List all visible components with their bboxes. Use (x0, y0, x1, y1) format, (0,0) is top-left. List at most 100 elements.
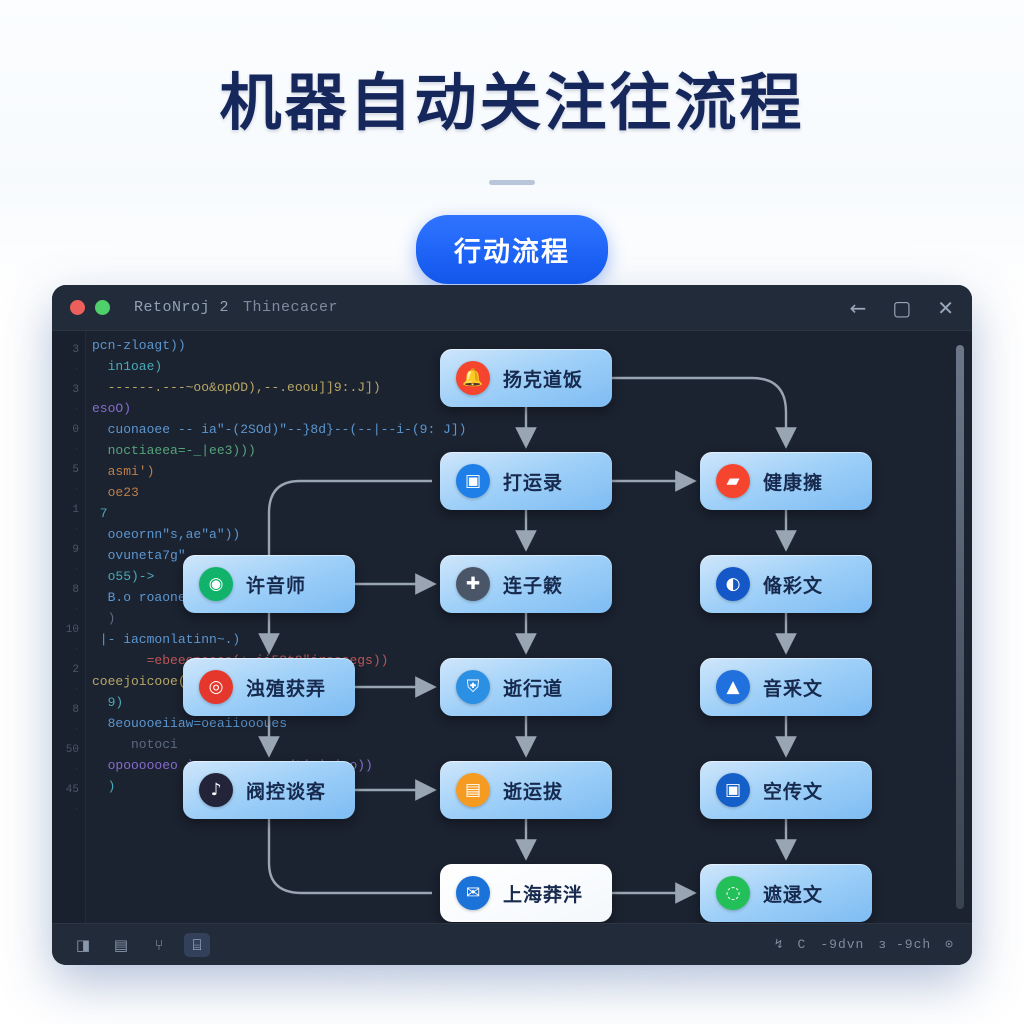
flow-node-n10[interactable]: ▰ 健康擁 (700, 452, 872, 510)
code-line: 8eouooeiiaw=oeaiioooues (92, 716, 288, 731)
line-number-dim: · (74, 405, 79, 414)
line-number-dim: · (74, 445, 79, 454)
code-editor[interactable]: 3·3·0·5·1·9·8·10·2·8·50·45· pcn-zloagt))… (52, 331, 972, 923)
section-badge: 行动流程 (416, 215, 608, 284)
book-icon[interactable]: ◨ (75, 935, 91, 954)
code-line: ooeornn"s,ae"a")) (92, 527, 249, 542)
code-line: |- iacmonlatinn~.) (92, 632, 241, 647)
flow-node-n12[interactable]: ▲ 音釆文 (700, 658, 872, 716)
line-number: 2 (72, 664, 79, 676)
branch-icon[interactable]: ⑂ (154, 935, 164, 954)
line-number: 0 (72, 424, 79, 436)
circle-icon: ◐ (716, 567, 750, 601)
panel-icon[interactable]: ▤ (113, 935, 129, 954)
title-divider (489, 180, 535, 185)
code-line: 7 (92, 506, 108, 521)
flow-node-label: 浊殖获弄 (246, 677, 327, 700)
line-number: 45 (65, 784, 79, 796)
line-number-dim: · (74, 365, 79, 374)
bell-icon: 🔔 (456, 361, 490, 395)
line-number: 3 (72, 344, 79, 356)
code-line: asmi') (92, 464, 155, 479)
code-line: in1oae) (92, 359, 163, 374)
flow-node-n4[interactable]: ⛨ 逝行道 (440, 658, 612, 716)
code-line: ) (92, 611, 116, 626)
maximize-icon[interactable]: ▢ (892, 295, 912, 320)
project-name: RetoNroj 2 (134, 299, 230, 316)
line-number-dim: · (74, 725, 79, 734)
back-arrow-icon[interactable]: ← (849, 295, 867, 320)
flow-node-label: 逝运拔 (503, 780, 564, 803)
maximize-dot-icon[interactable] (95, 300, 110, 315)
line-number: 10 (65, 624, 79, 636)
flow-node-label: 连子簌 (503, 574, 564, 597)
hotel-icon: ⛨ (456, 670, 490, 704)
line-number-dim: · (74, 645, 79, 654)
statusbar-left-icons: ◨ ▤ ⑂ ⌸ (70, 932, 222, 957)
person-icon: ▲ (716, 670, 750, 704)
flow-node-n8[interactable]: ◎浊殖获弄 (183, 658, 355, 716)
flow-node-n3[interactable]: ✚连子簌 (440, 555, 612, 613)
flow-node-n11[interactable]: ◐ 偹彩文 (700, 555, 872, 613)
flow-node-label: 健康擁 (763, 471, 824, 494)
flow-node-label: 阀控谈客 (246, 780, 327, 803)
briefcase-icon: ▣ (716, 773, 750, 807)
page-title: 机器自动关注往流程 (219, 66, 805, 139)
flow-node-label: 空传文 (763, 780, 824, 803)
flow-node-n7[interactable]: ◉许音师 (183, 555, 355, 613)
clipboard-icon: ▤ (456, 773, 490, 807)
flow-diagram: 🔔扬克道饭 ▣ 打运录 ✚连子簌 ⛨ 逝行道 ▤ 逝运拔 ✉上海莽泮 ◉许音师 ◎浊殖获弄 ♪ 阀控谈客… (52, 331, 972, 923)
line-number-gutter: 3·3·0·5·1·9·8·10·2·8·50·45· (52, 331, 86, 923)
statusbar-item[interactable]: ↯ (774, 937, 784, 952)
flow-node-n6[interactable]: ✉上海莽泮 (440, 864, 612, 922)
code-line: o55)-> (92, 569, 155, 584)
window-statusbar: ◨ ▤ ⑂ ⌸ ↯ C -9dvn з -9ch ⊙ (52, 923, 972, 965)
flow-node-label: 逝行道 (503, 677, 564, 700)
code-line: esoO) (92, 401, 132, 416)
line-number: 50 (65, 744, 79, 756)
line-number-dim: · (74, 605, 79, 614)
flow-node-n13[interactable]: ▣ 空传文 (700, 761, 872, 819)
close-icon[interactable]: ✕ (937, 295, 954, 320)
flow-connectors (258, 376, 797, 904)
editor-scrollbar[interactable] (956, 345, 964, 909)
line-number: 3 (72, 384, 79, 396)
code-line: noctiaeea=-_|ee3))) (92, 443, 256, 458)
flow-node-label: 遮逯文 (763, 883, 824, 906)
code-line: cuonaoee -- ia"-(2SOd)"--}8d}--(--|--i-(… (92, 422, 467, 437)
debug-icon[interactable]: ⌸ (184, 932, 210, 957)
line-number: 8 (72, 704, 79, 716)
window-titlebar: RetoNroj 2 Thinecacer ← ▢ ✕ (52, 285, 972, 331)
music-note-icon: ♪ (199, 773, 233, 807)
line-number-dim: · (74, 525, 79, 534)
statusbar-item[interactable]: ⊙ (945, 937, 954, 952)
line-number-dim: · (74, 805, 79, 814)
code-line: oe23 (92, 485, 139, 500)
code-line: ovuneta7g" (92, 548, 186, 563)
flow-node-label: 音釆文 (763, 677, 824, 700)
flow-node-n2[interactable]: ▣ 打运录 (440, 452, 612, 510)
statusbar-item[interactable]: -9dvn (820, 937, 865, 952)
flow-node-n5[interactable]: ▤ 逝运拔 (440, 761, 612, 819)
statusbar-right-info: ↯ C -9dvn з -9ch ⊙ (761, 937, 954, 952)
flow-node-n9[interactable]: ♪ 阀控谈客 (183, 761, 355, 819)
flow-node-label: 打运录 (503, 471, 564, 494)
code-line: 9) (92, 695, 124, 710)
wechat-icon: ◌ (716, 876, 750, 910)
line-number-dim: · (74, 485, 79, 494)
video-icon: ▣ (456, 464, 490, 498)
chat-bubble-icon: ▰ (716, 464, 750, 498)
code-line: ------.---~oo&opOD),--.eoou]]9:.J]) (92, 380, 381, 395)
close-dot-icon[interactable] (70, 300, 85, 315)
flow-node-label: 偹彩文 (763, 574, 824, 597)
statusbar-item[interactable]: C (797, 937, 807, 952)
header: 机器自动关注往流程 行动流程 (0, 0, 1024, 284)
code-line: notoci (92, 737, 178, 752)
code-text[interactable]: pcn-zloagt)) in1oae) ------.---~oo&opOD)… (92, 335, 932, 923)
flow-node-n14[interactable]: ◌ 遮逯文 (700, 864, 872, 922)
line-number: 1 (72, 504, 79, 516)
flow-node-label: 许音师 (246, 574, 307, 597)
line-number-dim: · (74, 565, 79, 574)
flow-node-n1[interactable]: 🔔扬克道饭 (440, 349, 612, 407)
statusbar-item[interactable]: з -9ch (878, 937, 932, 952)
